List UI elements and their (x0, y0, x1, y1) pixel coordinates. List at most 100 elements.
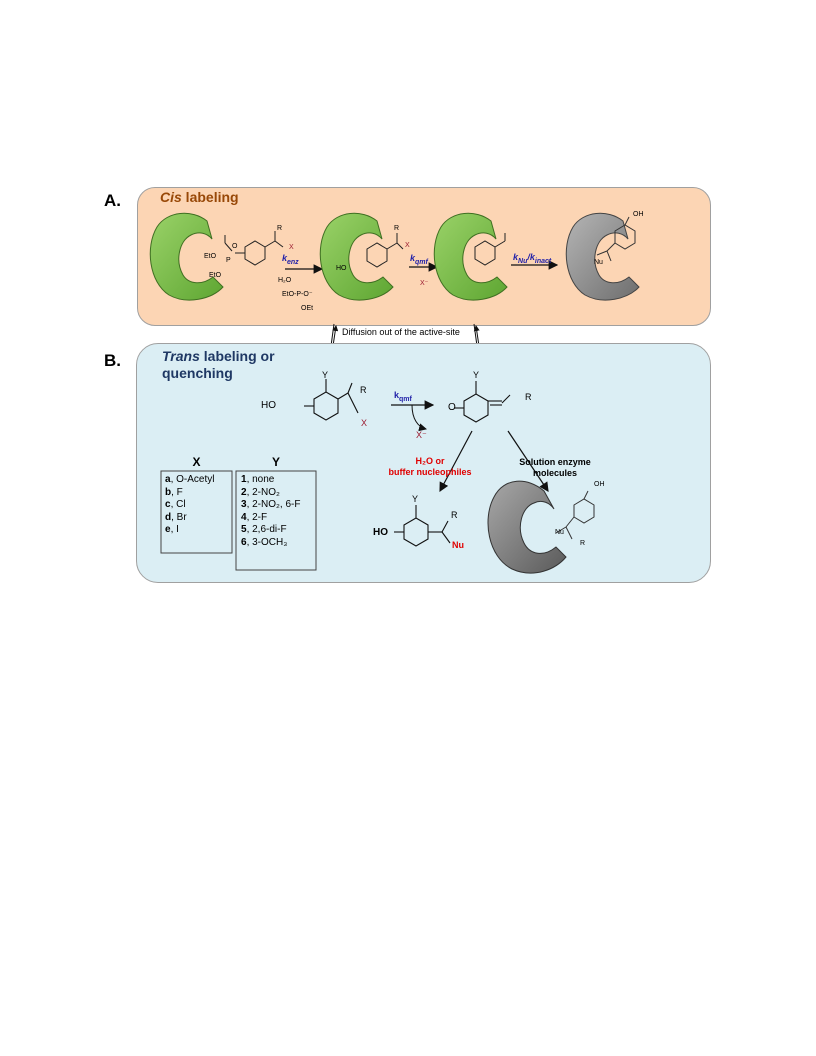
x-minus-b: X⁻ (416, 430, 427, 440)
ho-phenolate-text: HO (261, 400, 276, 411)
substrate-molecule-2 (366, 233, 404, 268)
rate-k-enz: kenz (282, 253, 299, 266)
y-label-2: Y (473, 370, 480, 380)
x-table-row: d, Br (165, 512, 214, 525)
carbonyl-o-label: O (448, 402, 456, 413)
rate-k-qmf-b-main: k (394, 390, 400, 400)
x-value: , Cl (170, 499, 186, 510)
enzyme-1-green (149, 212, 224, 301)
cis-labeling-panel (137, 187, 711, 326)
y-key: 5 (241, 524, 247, 535)
quinone-methide-molecule (454, 381, 511, 423)
rate-knu-sub: Nu (518, 257, 528, 265)
y-key: 2 (241, 486, 247, 498)
eto-label-1: EtO (204, 253, 217, 260)
nu-label-b2: Nu (555, 529, 564, 536)
oh-label-a: OH (633, 211, 644, 218)
x-key: d (165, 511, 172, 523)
trans-labeling-scheme (160, 379, 595, 574)
x-table-row: a, O-Acetyl (165, 474, 214, 487)
trans-title-line2: quenching (162, 365, 233, 381)
cis-labeling-scheme (149, 212, 640, 301)
section-a-letter: A. (104, 191, 121, 210)
nu-label-b: Nu (452, 540, 464, 550)
x-value: , F (171, 486, 183, 498)
rate-kinact-sub: inact (534, 257, 552, 265)
nucleophile-adduct-molecule (394, 505, 451, 547)
y-table-row: 3, 2-NO₂, 6-F (241, 499, 300, 512)
rate-k-enz-main: k (282, 253, 288, 263)
enzyme-4-gray-inactivated (565, 212, 640, 301)
rate-k-qmf-b: kqmf (394, 390, 412, 403)
substrate-molecule-1 (224, 231, 284, 266)
y-key: 6 (241, 536, 247, 548)
solution-enzyme-gray (487, 480, 567, 574)
water-nucleophiles-label: H₂O or buffer nucleophiles (382, 456, 478, 478)
y-table-header: Y (271, 455, 280, 469)
rate-k-qmf-a-main: k (410, 253, 416, 263)
eto-label-2: EtO (209, 272, 222, 279)
enzyme-line2: molecules (532, 468, 578, 478)
solution-enzyme-label: Solution enzyme molecules (514, 457, 596, 479)
cis-title-em: Cis (160, 189, 182, 205)
y-table-row: 5, 2,6-di-F (241, 524, 300, 537)
ho-label-a: HO (336, 265, 347, 272)
water-label-a: H₂O (278, 277, 292, 284)
rate-slash: / (527, 252, 530, 262)
y-key: 4 (241, 511, 247, 523)
x-value: , O-Acetyl (170, 474, 215, 485)
y-table-box (235, 470, 317, 571)
x-value: , I (170, 524, 179, 535)
water-line1: H₂O or (415, 456, 445, 466)
rate-knu-main: k (513, 252, 519, 262)
x-table-box (160, 470, 233, 554)
rate-k-enz-sub: enz (287, 258, 299, 266)
ho-phenolate-label: HO (261, 400, 276, 411)
rate-kinact-main: k (529, 252, 535, 262)
x-key: c (165, 499, 171, 510)
solution-enzyme-adduct (555, 490, 595, 540)
phosphoryl-o-label: O (232, 243, 238, 250)
r-label-2: R (394, 225, 400, 232)
enzyme-line1: Solution enzyme (519, 457, 591, 467)
x-key: b (165, 486, 172, 498)
oh-label-b: OH (594, 481, 605, 488)
ho-adduct-label: HO (373, 527, 388, 538)
trans-title-em: Trans (162, 348, 200, 364)
y-table: 1, none 2, 2-NO₂ 3, 2-NO₂, 6-F 4, 2-F 5,… (241, 474, 300, 549)
y-value: , 2,6-di-F (246, 524, 287, 535)
x-leaving-group-1: X (289, 244, 294, 251)
rate-k-qmf-b-sub: qmf (399, 395, 412, 403)
cis-labeling-title: Cis labeling (160, 189, 239, 205)
x-minus-a: X⁻ (420, 280, 429, 287)
r-label-b3: R (451, 510, 458, 520)
enzyme-2-green (319, 212, 394, 301)
diffusion-label: Diffusion out of the active-site (341, 327, 461, 337)
y-label-1: Y (322, 370, 329, 380)
r-label-1: R (277, 225, 283, 232)
trans-labeling-title: Trans labeling or quenching (162, 348, 275, 382)
x-key: a (165, 474, 171, 485)
rate-k-qmf-a-sub: qmf (415, 258, 428, 266)
r-label-b1: R (360, 385, 367, 395)
section-b-letter: B. (104, 351, 121, 370)
x-key: e (165, 524, 171, 535)
water-line2: buffer nucleophiles (388, 467, 472, 477)
y-value: , 2-NO₂ (246, 486, 280, 498)
y-value: , none (246, 474, 275, 485)
nu-label-a: Nu (594, 259, 603, 266)
rate-knu-kinact: kNu/kinact (513, 252, 551, 265)
x-table-row: b, F (165, 487, 214, 500)
trans-title-rest: labeling or (199, 348, 275, 364)
y-value: , 2-F (246, 511, 268, 523)
diethyl-phosphate-oet: OEt (301, 305, 314, 312)
x-table-header: X (192, 455, 201, 469)
y-value: , 2-NO₂, 6-F (246, 499, 301, 510)
y-table-row: 6, 3-OCH₃ (241, 537, 300, 550)
phosphorus-label: P (226, 257, 231, 264)
y-table-row: 1, none (241, 474, 300, 487)
r-label-b2: R (525, 392, 532, 402)
diethyl-phosphate-label: EtO-P-O⁻ (282, 291, 313, 298)
x-table-row: e, I (165, 524, 214, 537)
y-key: 1 (241, 474, 247, 485)
